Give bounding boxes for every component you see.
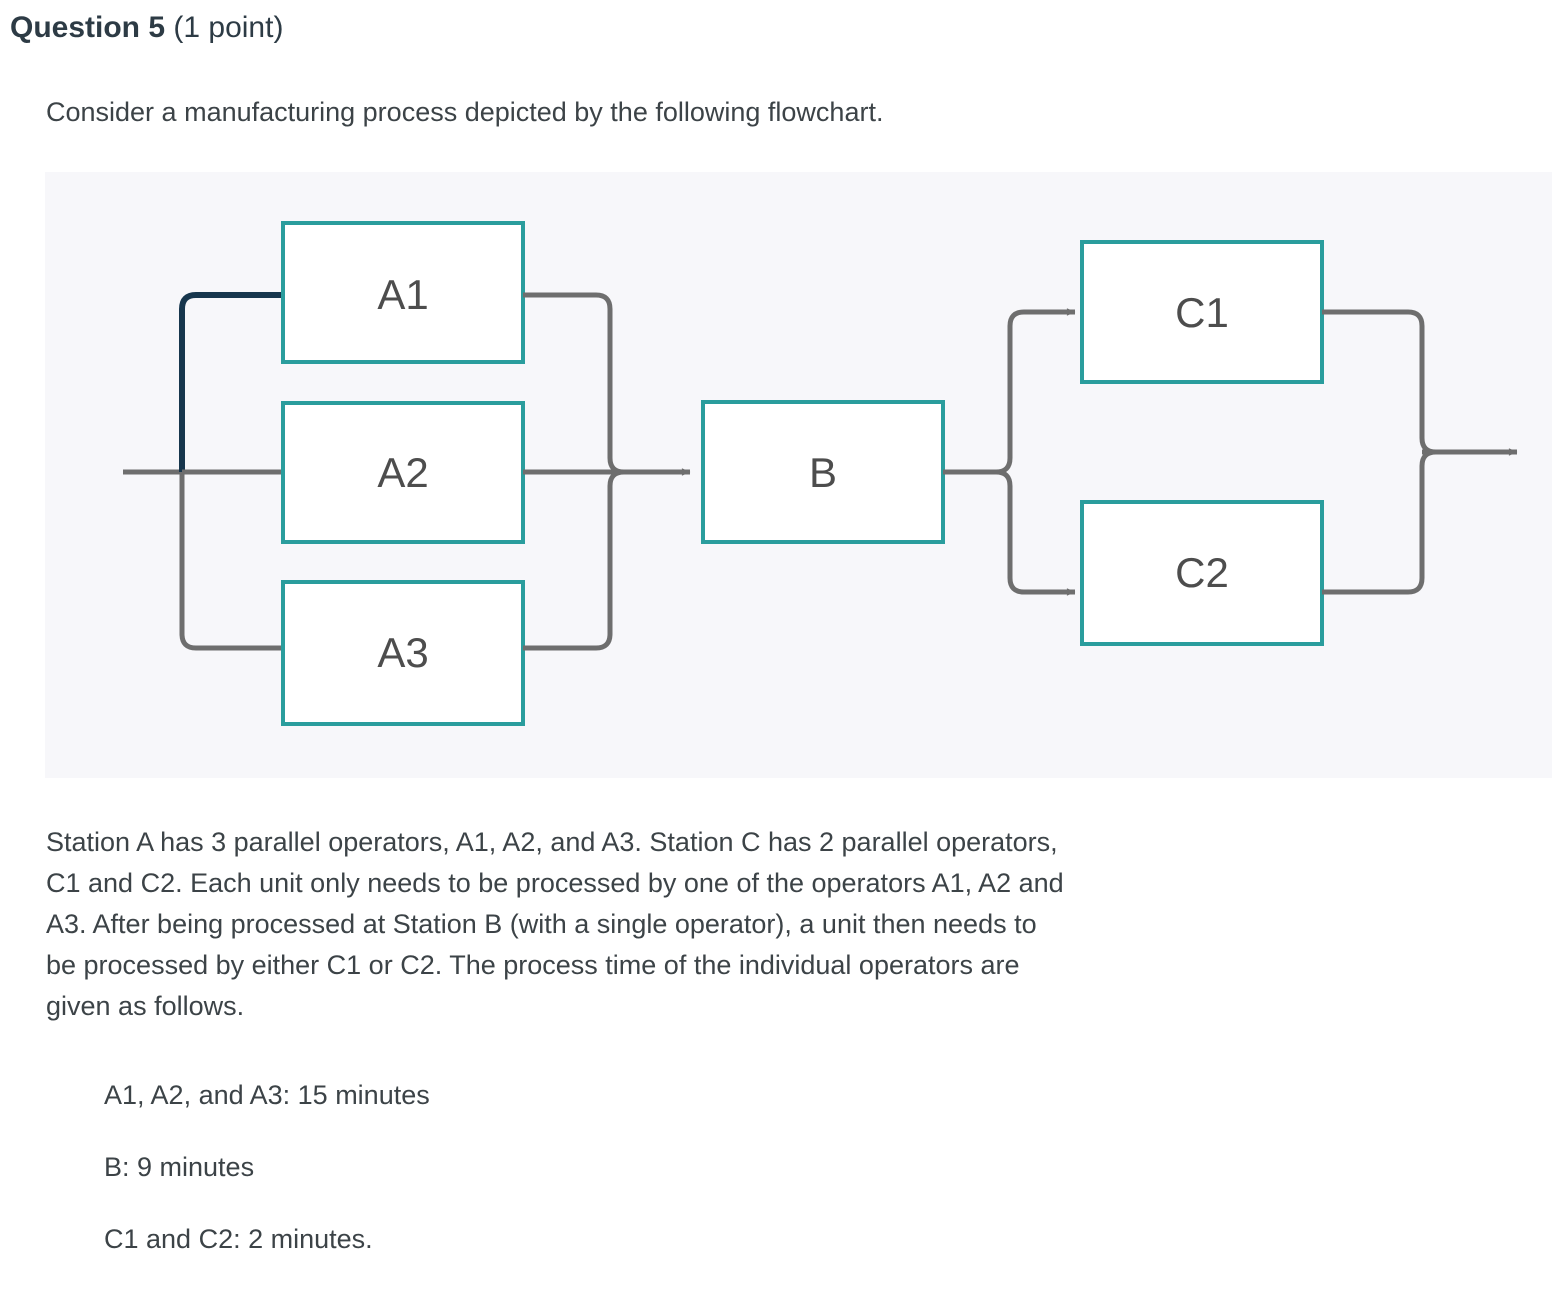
node-a1-label: A1 xyxy=(377,271,428,318)
edge-a1-to-b xyxy=(523,292,625,475)
node-c2 xyxy=(1080,500,1324,646)
body-line: given as follows. xyxy=(46,991,245,1021)
body-line: Station A has 3 parallel operators, A1, … xyxy=(46,827,1058,857)
node-a2-label: A2 xyxy=(377,449,428,496)
edge-b-to-c1 xyxy=(943,308,1076,475)
process-time-list: A1, A2, and A3: 15 minutes B: 9 minutes … xyxy=(104,1080,1104,1296)
flowchart-svg: A1 A2 A3 B C1 C2 xyxy=(123,221,1518,726)
node-b xyxy=(701,400,945,544)
body-line: C1 and C2. Each unit only needs to be pr… xyxy=(46,868,1064,898)
edge-b-to-c2 xyxy=(943,469,1076,596)
edge-c2-to-output xyxy=(1322,449,1437,595)
node-c1-label: C1 xyxy=(1175,289,1229,336)
question-points: (1 point) xyxy=(173,11,284,44)
flowchart-panel: A1 A2 A3 B C1 C2 xyxy=(45,172,1552,778)
edge-input-to-a3 xyxy=(179,472,283,651)
intro-text: Consider a manufacturing process depicte… xyxy=(46,97,884,127)
edge-a3-to-b xyxy=(523,469,625,651)
edge-input-to-a1 xyxy=(179,292,283,472)
body-paragraph: Station A has 3 parallel operators, A1, … xyxy=(46,822,1516,1027)
question-header: Question 5 (1 point) xyxy=(10,8,283,48)
node-b-label: B xyxy=(809,449,837,496)
node-a2 xyxy=(281,401,525,544)
node-c1 xyxy=(1080,240,1324,384)
edge-c1-to-output xyxy=(1322,309,1437,455)
process-time-item: C1 and C2: 2 minutes. xyxy=(104,1224,373,1254)
process-time-item: A1, A2, and A3: 15 minutes xyxy=(104,1080,430,1110)
body-line: A3. After being processed at Station B (… xyxy=(46,909,1037,939)
process-time-item: B: 9 minutes xyxy=(104,1152,255,1182)
question-title: Question 5 xyxy=(10,11,166,44)
node-a3 xyxy=(281,580,525,726)
node-c2-label: C2 xyxy=(1175,549,1229,596)
node-a3-label: A3 xyxy=(377,629,428,676)
body-line: be processed by either C1 or C2. The pro… xyxy=(46,950,1020,980)
